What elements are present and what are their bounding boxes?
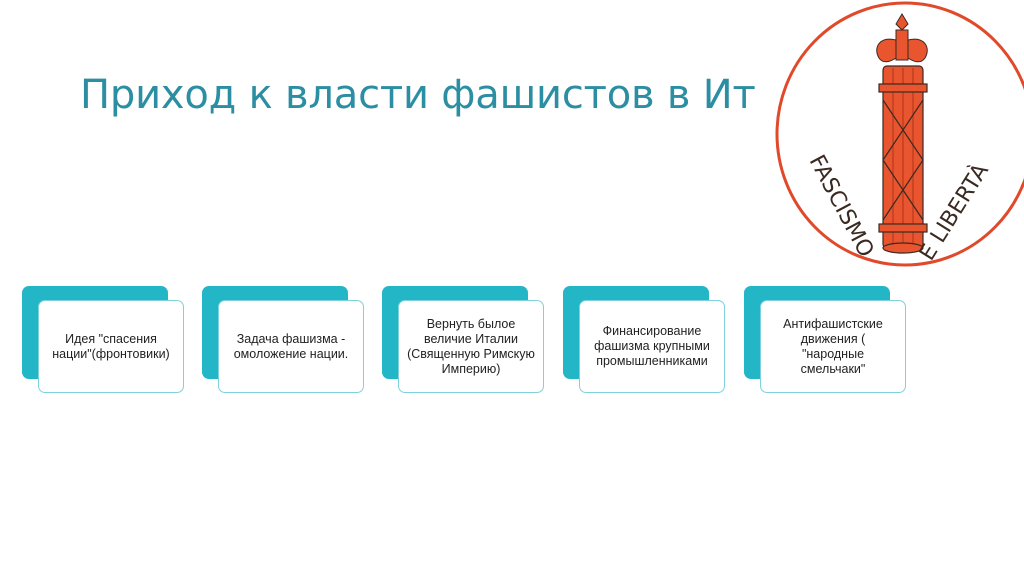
fascism-emblem-image: FASCISMO E LIBERTÀ xyxy=(775,0,1024,276)
card-text: Идея "спасения нации"(фронтовики) xyxy=(52,331,170,361)
card-front: Вернуть былое величие Италии (Священную … xyxy=(398,300,544,393)
card-text: Финансирование фашизма крупными промышле… xyxy=(594,324,710,368)
card-1: Идея "спасения нации"(фронтовики) xyxy=(22,286,184,393)
card-text: Антифашистские движения ( "народные смел… xyxy=(783,316,883,376)
card-front: Идея "спасения нации"(фронтовики) xyxy=(38,300,184,393)
card-4: Финансирование фашизма крупными промышле… xyxy=(563,286,725,393)
card-2: Задача фашизма - омоложение нации. xyxy=(202,286,364,393)
card-5: Антифашистские движения ( "народные смел… xyxy=(744,286,906,393)
slide-title: Приход к власти фашистов в Ит xyxy=(80,72,756,118)
card-text: Вернуть былое величие Италии (Священную … xyxy=(407,316,535,376)
card-3: Вернуть былое величие Италии (Священную … xyxy=(382,286,544,393)
card-front: Задача фашизма - омоложение нации. xyxy=(218,300,364,393)
card-front: Антифашистские движения ( "народные смел… xyxy=(760,300,906,393)
card-front: Финансирование фашизма крупными промышле… xyxy=(579,300,725,393)
card-text: Задача фашизма - омоложение нации. xyxy=(233,331,349,361)
